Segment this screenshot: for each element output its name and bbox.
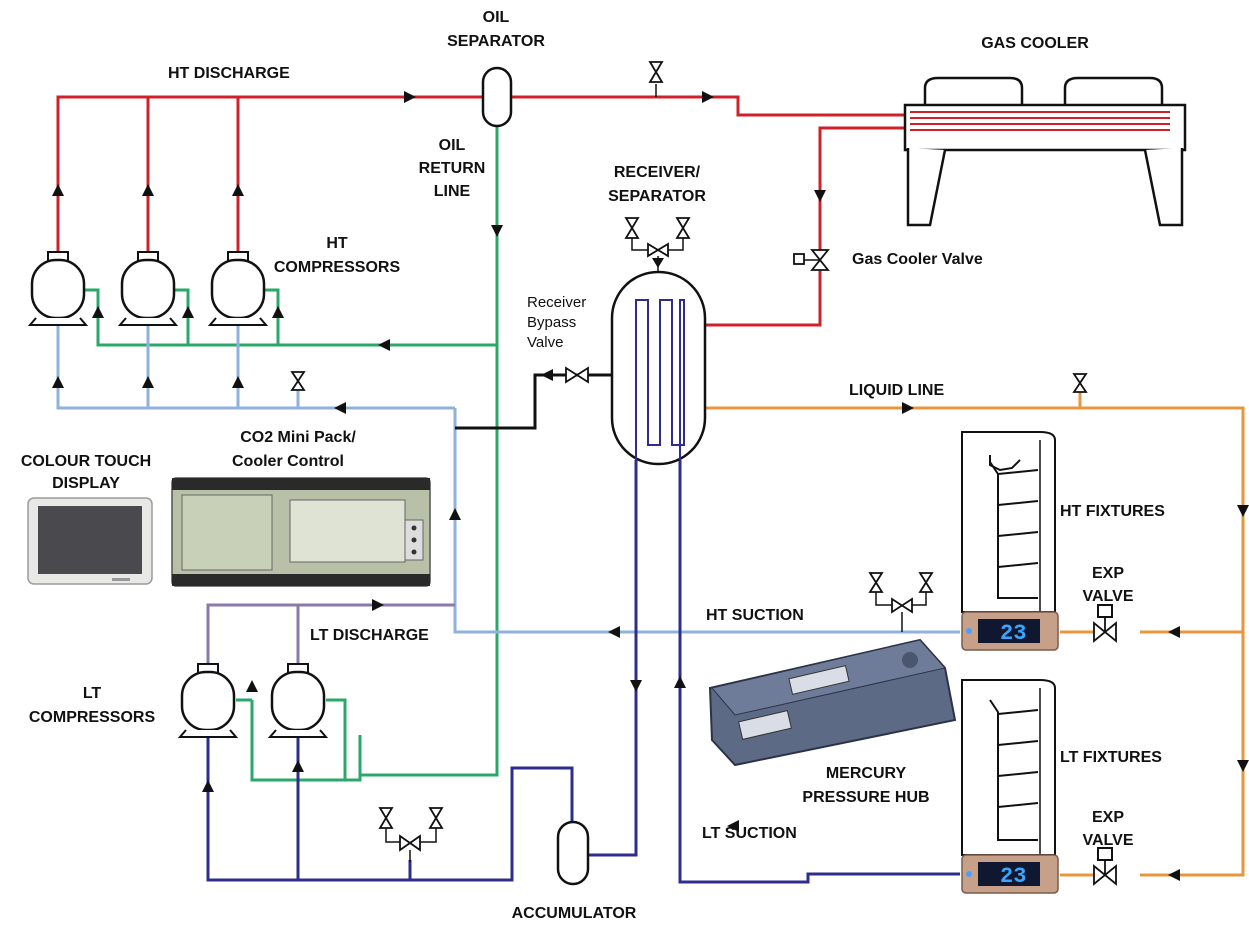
label-accumulator: ACCUMULATOR (512, 905, 637, 922)
svg-text:RECEIVER/: RECEIVER/ (614, 164, 701, 181)
lt-exp-valve (1094, 848, 1116, 884)
receiver-relief-valves (626, 218, 689, 272)
receiver-separator (612, 272, 705, 464)
svg-text:DISPLAY: DISPLAY (52, 475, 120, 492)
svg-text:Valve: Valve (527, 334, 563, 351)
ht-suction-relief-valves (870, 573, 932, 632)
lt-display-value: 23 (1000, 864, 1026, 889)
ht-fixture-case (962, 432, 1055, 612)
svg-text:Receiver: Receiver (527, 294, 586, 311)
oil-separator (483, 68, 511, 126)
receiver-bypass-valve (566, 368, 588, 382)
liquid-line-service-valve (1074, 374, 1086, 392)
label-colour-touch-display: COLOUR TOUCH DISPLAY (21, 453, 151, 492)
svg-text:PRESSURE HUB: PRESSURE HUB (802, 789, 929, 806)
svg-text:SEPARATOR: SEPARATOR (447, 33, 545, 50)
label-lt-compressors: LT COMPRESSORS (29, 685, 156, 726)
svg-text:COMPRESSORS: COMPRESSORS (29, 709, 156, 726)
co2-mini-pack-controller (172, 478, 430, 586)
label-ht-discharge: HT DISCHARGE (168, 65, 290, 82)
svg-text:VALVE: VALVE (1083, 832, 1134, 849)
label-lt-discharge: LT DISCHARGE (310, 627, 429, 644)
svg-text:CO2 Mini Pack/: CO2 Mini Pack/ (240, 429, 356, 446)
label-gas-cooler-valve: Gas Cooler Valve (852, 251, 983, 268)
gas-cooler (905, 78, 1185, 225)
ht-exp-valve (1094, 605, 1116, 641)
ht-case-display: 23 (962, 612, 1058, 650)
label-ht-suction: HT SUCTION (706, 607, 804, 624)
ht-display-value: 23 (1000, 621, 1026, 646)
label-liquid-line: LIQUID LINE (849, 382, 944, 399)
svg-text:EXP: EXP (1092, 565, 1124, 582)
label-lt-suction: LT SUCTION (702, 825, 797, 842)
colour-touch-display-device (28, 498, 152, 584)
svg-text:MERCURY: MERCURY (826, 765, 907, 782)
mercury-pressure-hub-device (710, 640, 955, 765)
label-ht-fixtures: HT FIXTURES (1060, 503, 1165, 520)
svg-text:OIL: OIL (483, 9, 510, 26)
label-receiver-separator: RECEIVER/ SEPARATOR (608, 164, 706, 205)
svg-text:Bypass: Bypass (527, 314, 576, 331)
ht-suction-service-valve (292, 372, 304, 390)
svg-text:HT: HT (326, 235, 348, 252)
svg-text:COLOUR TOUCH: COLOUR TOUCH (21, 453, 151, 470)
svg-text:COMPRESSORS: COMPRESSORS (274, 259, 401, 276)
svg-text:Cooler Control: Cooler Control (232, 453, 344, 470)
label-gas-cooler: GAS COOLER (981, 35, 1089, 52)
svg-text:SEPARATOR: SEPARATOR (608, 188, 706, 205)
lt-case-display: 23 (962, 855, 1058, 893)
svg-text:LINE: LINE (434, 183, 471, 200)
label-oil-return-line: OIL RETURN LINE (419, 137, 486, 200)
label-receiver-bypass-valve: Receiver Bypass Valve (527, 294, 586, 351)
label-oil-separator: OIL SEPARATOR (447, 9, 545, 50)
lt-fixture-case (962, 680, 1055, 855)
label-lt-fixtures: LT FIXTURES (1060, 749, 1162, 766)
label-ht-compressors: HT COMPRESSORS (274, 235, 401, 276)
lt-suction-relief-valves (380, 808, 442, 862)
lt-compressor-2 (270, 664, 326, 737)
lt-compressor-1 (180, 664, 236, 737)
svg-text:EXP: EXP (1092, 809, 1124, 826)
svg-text:RETURN: RETURN (419, 160, 486, 177)
label-exp-valve-ht: EXP VALVE (1083, 565, 1134, 605)
svg-text:OIL: OIL (439, 137, 466, 154)
ht-compressor-1 (30, 252, 86, 325)
svg-text:LT: LT (83, 685, 102, 702)
label-co2-mini-pack: CO2 Mini Pack/ Cooler Control (232, 429, 356, 470)
ht-discharge-service-valve (650, 62, 662, 97)
accumulator (558, 822, 588, 884)
svg-text:VALVE: VALVE (1083, 588, 1134, 605)
ht-compressor-3 (210, 252, 266, 325)
ht-compressor-2 (120, 252, 176, 325)
gas-cooler-valve (794, 250, 828, 270)
label-exp-valve-lt: EXP VALVE (1083, 809, 1134, 849)
label-mercury-pressure-hub: MERCURY PRESSURE HUB (802, 765, 929, 806)
